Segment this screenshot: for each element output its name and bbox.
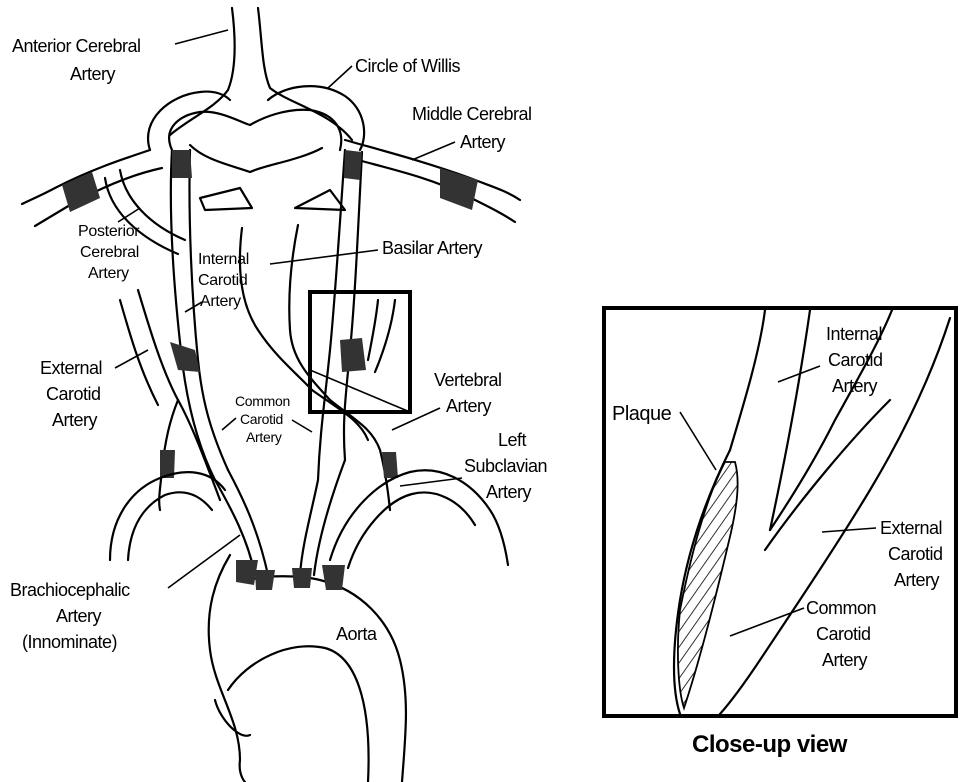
- label-external-carotid: External: [40, 358, 102, 378]
- middle-cerebral-hatch: [440, 168, 478, 210]
- right-vertebral-hatch: [382, 452, 398, 478]
- closeup-leader-external: [822, 528, 876, 532]
- label-external-carotid-2: Carotid: [46, 384, 101, 404]
- label-common-carotid-3: Artery: [246, 429, 282, 445]
- leader-common-carotid-left: [222, 418, 236, 430]
- circle-of-willis-inner: [169, 110, 341, 150]
- origin-hatch-3: [292, 568, 312, 588]
- label-left-subclavian-2: Subclavian: [464, 456, 547, 476]
- aorta-inner-arch: [228, 646, 369, 782]
- left-carotid-hatch: [172, 150, 192, 178]
- left-external-carotid-inner: [120, 300, 158, 405]
- closeup-leader-plaque: [680, 412, 716, 470]
- aorta-outer: [209, 555, 245, 782]
- origin-hatch-4: [322, 565, 345, 590]
- closeup-title: Close-up view: [692, 731, 848, 758]
- right-vertebral-outer: [330, 400, 390, 510]
- right-internal-carotid-outer: [318, 150, 345, 480]
- label-vertebral-2: Artery: [446, 396, 492, 416]
- origin-hatch-1: [236, 560, 258, 585]
- circle-of-willis-mid: [190, 145, 322, 172]
- leader-anterior-cerebral: [175, 30, 228, 44]
- closeup-label-internal-3: Artery: [832, 376, 878, 396]
- leader-middle-cerebral: [412, 142, 455, 160]
- label-aorta: Aorta: [336, 624, 378, 644]
- posterior-cerebral-vessel-2: [105, 178, 178, 254]
- anterior-cerebral-vessel-right: [258, 8, 352, 140]
- common-carotid-left-inner: [228, 470, 268, 575]
- closeup-label-common-3: Artery: [822, 650, 868, 670]
- label-basilar: Basilar Artery: [382, 238, 483, 258]
- label-brachiocephalic: Brachiocephalic: [10, 580, 130, 600]
- closeup-label-internal-2: Carotid: [828, 350, 883, 370]
- label-internal-carotid-2: Carotid: [198, 272, 247, 289]
- left-subclavian-inner: [348, 492, 475, 568]
- label-brachiocephalic-3: (Innominate): [22, 632, 117, 652]
- right-carotid-plaque: [340, 338, 366, 372]
- closeup-panel: Close-up view Plaque Internal Carotid Ar…: [604, 308, 956, 758]
- label-vertebral: Vertebral: [434, 370, 502, 390]
- label-brachiocephalic-2: Artery: [56, 606, 102, 626]
- label-posterior-cerebral-3: Artery: [88, 265, 129, 282]
- label-internal-carotid-3: Artery: [200, 293, 241, 310]
- leader-left-subclavian: [400, 478, 462, 486]
- label-left-subclavian-3: Artery: [486, 482, 532, 502]
- diagram-labels: Anterior Cerebral Artery Circle of Willi…: [10, 30, 547, 652]
- label-internal-carotid: Internal: [198, 251, 249, 268]
- label-anterior-cerebral: Anterior Cerebral: [12, 36, 141, 56]
- leader-common-carotid-right: [292, 420, 312, 432]
- leader-basilar: [270, 250, 378, 264]
- label-external-carotid-3: Artery: [52, 410, 98, 430]
- closeup-label-external-3: Artery: [894, 570, 940, 590]
- label-common-carotid: Common: [235, 393, 290, 409]
- closeup-leader-common: [730, 608, 804, 636]
- closeup-fork-right: [765, 400, 890, 550]
- closeup-label-common: Common: [806, 598, 876, 618]
- aorta-upper: [250, 576, 406, 782]
- middle-cerebral-vessel-lower: [358, 160, 515, 222]
- closeup-internal-left: [730, 310, 765, 450]
- label-middle-cerebral: Middle Cerebral: [412, 104, 532, 124]
- closeup-label-external-2: Carotid: [888, 544, 943, 564]
- closeup-label-plaque: Plaque: [612, 403, 672, 425]
- left-internal-carotid-inner: [189, 150, 228, 470]
- closeup-frame: [604, 308, 956, 716]
- left-subclavian-outer: [330, 470, 508, 565]
- left-external-hatch: [170, 342, 200, 372]
- label-middle-cerebral-2: Artery: [460, 132, 506, 152]
- closeup-label-external: External: [880, 518, 942, 538]
- brachiocephalic-inner: [128, 492, 212, 560]
- posterior-communicating-left: [200, 188, 252, 210]
- label-posterior-cerebral-2: Cerebral: [80, 244, 139, 261]
- right-external-carotid-inner: [375, 300, 395, 372]
- leader-external-carotid: [115, 350, 148, 368]
- label-posterior-cerebral: Posterior: [78, 223, 140, 240]
- leader-brachiocephalic: [168, 535, 240, 588]
- left-external-carotid-outer: [138, 290, 220, 500]
- origin-hatch-2: [255, 570, 275, 590]
- label-common-carotid-2: Carotid: [240, 411, 283, 427]
- right-carotid-hatch-top: [344, 150, 362, 180]
- closeup-label-common-2: Carotid: [816, 624, 871, 644]
- posterior-communicating-right: [295, 190, 345, 210]
- brachiocephalic-outer: [110, 472, 225, 560]
- leader-circle-of-willis: [328, 66, 352, 88]
- closeup-label-internal: Internal: [826, 324, 882, 344]
- label-circle-of-willis: Circle of Willis: [355, 56, 461, 76]
- label-anterior-cerebral-2: Artery: [70, 64, 116, 84]
- label-left-subclavian: Left: [498, 430, 527, 450]
- right-external-carotid-outer: [368, 300, 378, 360]
